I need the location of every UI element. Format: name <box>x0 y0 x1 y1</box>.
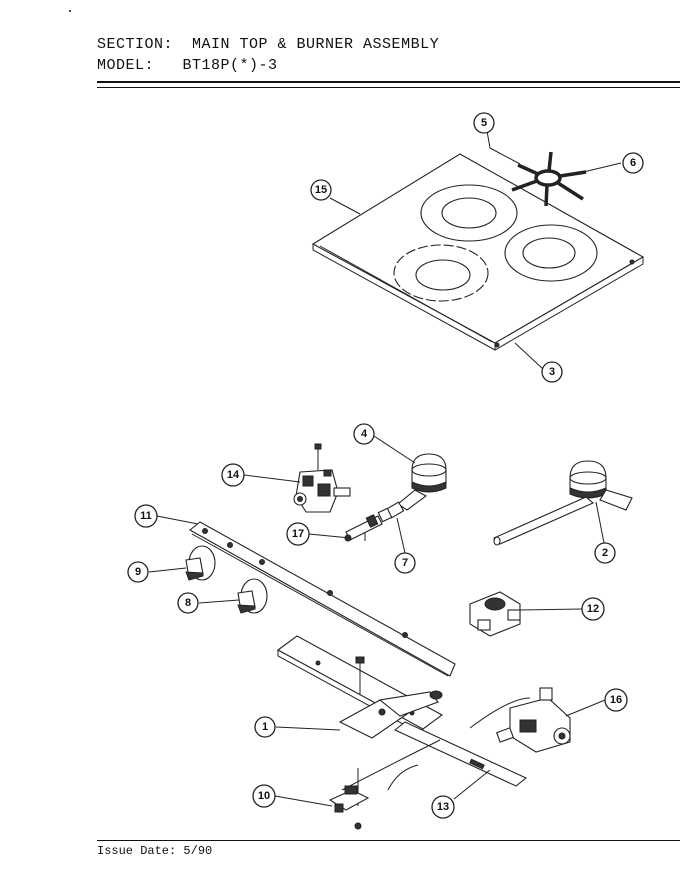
callout-5: 5 <box>473 112 495 134</box>
callout-4-label: 4 <box>361 428 368 440</box>
callout-5-label: 5 <box>481 117 487 129</box>
thermostat-valve <box>496 687 571 753</box>
callout-2: 2 <box>594 542 616 564</box>
callout-16-label: 16 <box>610 694 622 706</box>
header-rule-thick <box>97 81 680 83</box>
callout-10-label: 10 <box>258 790 270 802</box>
callout-1-label: 1 <box>262 721 268 733</box>
callout-11-label: 11 <box>140 510 152 522</box>
callout-8-label: 8 <box>185 597 191 609</box>
header-rule-thin <box>97 87 680 88</box>
callout-12: 12 <box>581 597 605 621</box>
control-knob-right <box>237 578 268 614</box>
callout-17: 17 <box>286 522 310 546</box>
callout-4: 4 <box>353 423 375 445</box>
igniter-bracket <box>338 656 443 739</box>
callout-15: 15 <box>310 179 332 201</box>
callout-13: 13 <box>431 795 455 819</box>
pressure-regulator <box>469 591 521 637</box>
callout-2-label: 2 <box>602 547 608 559</box>
manifold-bracket <box>189 521 456 677</box>
callout-17-label: 17 <box>292 528 304 540</box>
callout-9-label: 9 <box>135 566 141 578</box>
callout-14: 14 <box>221 463 245 487</box>
callout-13-label: 13 <box>437 801 449 813</box>
burner-assembly-rear <box>493 460 633 546</box>
main-top-panel <box>311 153 645 351</box>
callout-6-label: 6 <box>630 157 636 169</box>
issue-date: Issue Date: 5/90 <box>97 844 213 858</box>
callout-12-label: 12 <box>587 603 599 615</box>
callout-3-label: 3 <box>549 366 555 378</box>
section-heading: SECTION: MAIN TOP & BURNER ASSEMBLY <box>97 36 439 53</box>
model-label: MODEL: <box>97 57 155 74</box>
callout-15-label: 15 <box>315 184 327 196</box>
stray-mark <box>69 10 71 12</box>
footer-rule <box>97 840 680 841</box>
section-label: SECTION: <box>97 36 174 53</box>
callout-10: 10 <box>252 784 276 808</box>
callout-16: 16 <box>604 688 628 712</box>
callout-3: 3 <box>541 361 563 383</box>
leader-lines <box>148 130 622 807</box>
burner-assembly-front <box>385 453 447 519</box>
gas-valve-assembly <box>293 443 351 513</box>
orifice-assembly <box>344 507 393 542</box>
callout-11: 11 <box>134 504 158 528</box>
callout-14-label: 14 <box>227 469 240 481</box>
callout-8: 8 <box>177 592 199 614</box>
callout-7: 7 <box>394 552 416 574</box>
control-knob-left <box>185 545 216 581</box>
model-value: BT18P(*)-3 <box>182 57 278 74</box>
model-heading: MODEL: BT18P(*)-3 <box>97 57 278 74</box>
spark-switch <box>328 768 370 830</box>
section-value: MAIN TOP & BURNER ASSEMBLY <box>192 36 440 53</box>
callout-6: 6 <box>622 152 644 174</box>
callout-9: 9 <box>127 561 149 583</box>
callout-1: 1 <box>254 716 276 738</box>
callout-7-label: 7 <box>402 557 408 569</box>
